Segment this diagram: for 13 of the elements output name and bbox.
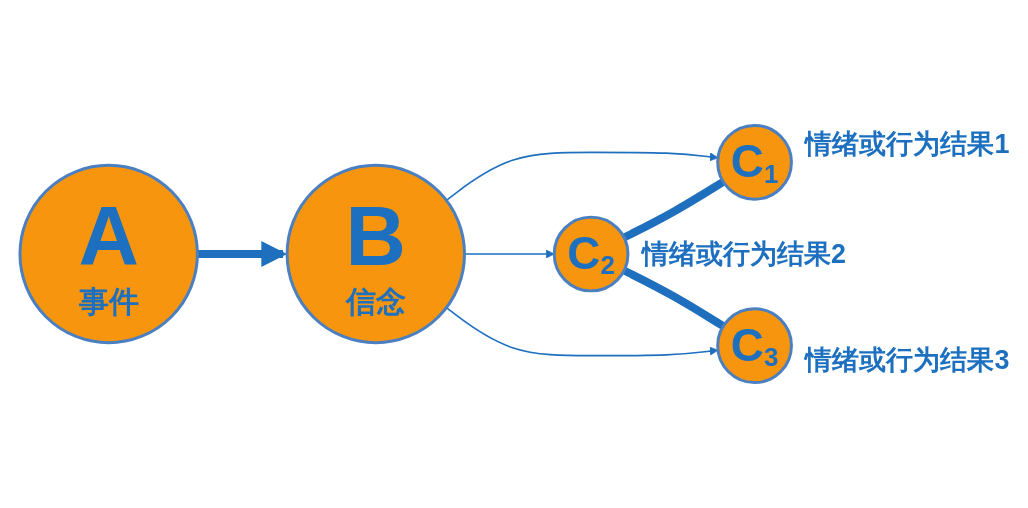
circle-node: C$_{3}$ — [716, 307, 793, 385]
connector-line — [622, 266, 726, 330]
arrow — [445, 306, 719, 357]
circle-node: C$_{2}$ — [552, 215, 630, 293]
circle-node: B 信念 — [285, 163, 466, 345]
result-label: 情绪或行为结果3 — [805, 345, 1010, 376]
arrow — [197, 241, 288, 267]
result-label: 情绪或行为结果1 — [805, 128, 1010, 159]
result-label: 情绪或行为结果2 — [641, 239, 846, 269]
circle-node: C$_{1}$ — [716, 123, 793, 201]
arrow — [445, 151, 719, 202]
connector-line — [622, 178, 726, 242]
circle-node: A 事件 — [18, 163, 199, 345]
